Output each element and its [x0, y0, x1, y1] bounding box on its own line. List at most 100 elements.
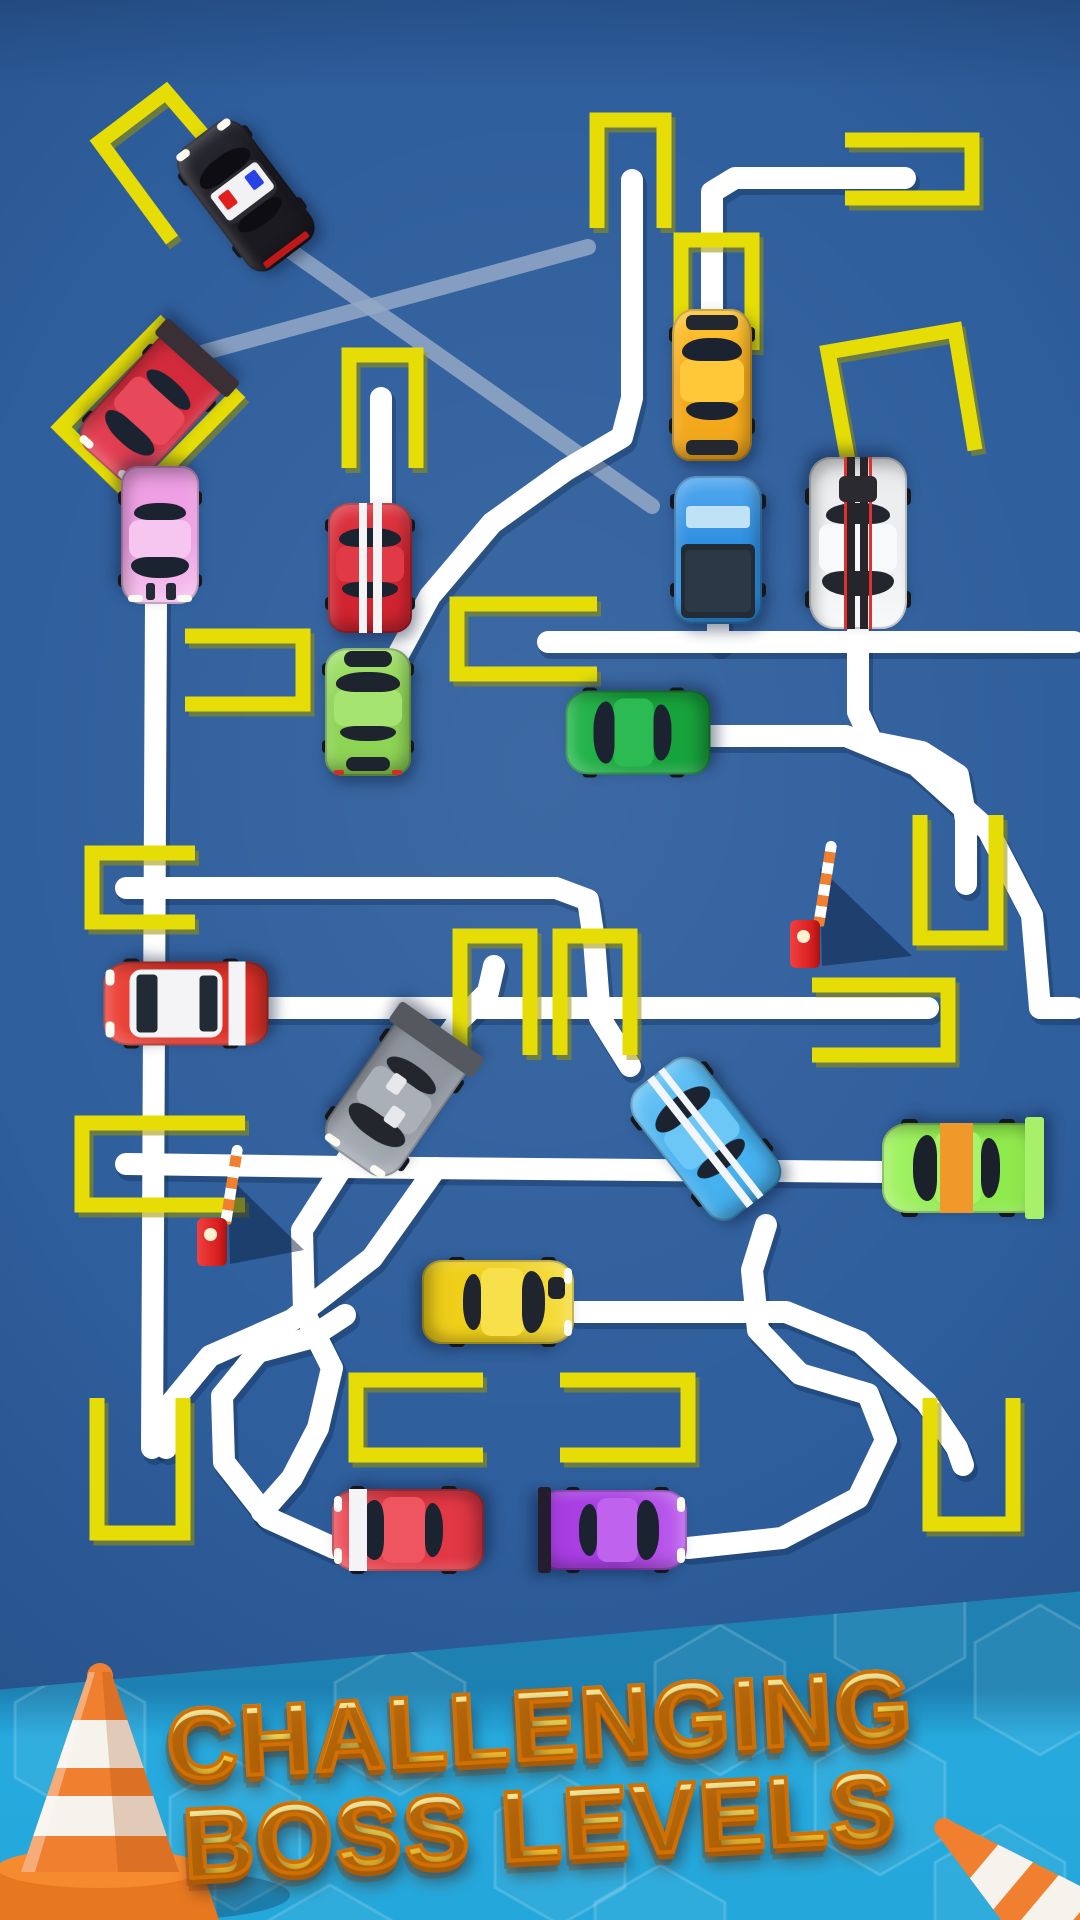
hexagon: [973, 1603, 1080, 1757]
car-yellow[interactable]: [422, 1256, 574, 1348]
headlight-right: [677, 1547, 685, 1563]
gray-path-red-sports-route: [197, 239, 596, 360]
car-roof: [680, 359, 744, 402]
hexagon: [813, 1723, 947, 1877]
rear-window: [578, 1503, 597, 1557]
path-green-muscle-route: [387, 169, 643, 666]
car-red-bottom[interactable]: [332, 1485, 484, 1575]
rear-window: [339, 726, 397, 742]
rear-window: [685, 401, 739, 420]
car-roof: [481, 1268, 524, 1336]
car-roof: [613, 698, 654, 766]
car-deco: [537, 1486, 551, 1574]
car-purple[interactable]: [537, 1486, 687, 1574]
barrier-pole: [220, 1144, 244, 1225]
rear-window: [424, 1502, 443, 1558]
headlight-right: [564, 1320, 572, 1337]
car-white-sports[interactable]: [805, 457, 911, 629]
car-deco: [136, 973, 158, 1033]
bracket-spot-mid-c-right: [449, 596, 597, 682]
car-roof: [382, 1497, 425, 1563]
bracket-spot-red-muscle: [341, 347, 424, 468]
car-light-blue[interactable]: [620, 1047, 790, 1229]
hexagon: [493, 1773, 627, 1920]
car-deco: [373, 503, 382, 633]
hexagon: [13, 1663, 147, 1817]
bracket-spot-taxi-target: [845, 132, 980, 206]
hexagon: [333, 1643, 467, 1797]
car-pink[interactable]: [117, 466, 203, 604]
hexagon: [833, 1591, 967, 1697]
car-deco: [940, 1123, 973, 1213]
rear-window: [825, 503, 891, 525]
windshield: [338, 527, 402, 548]
rear-window: [342, 582, 398, 598]
car-deco: [348, 1489, 367, 1571]
car-green-sedan[interactable]: [565, 686, 711, 778]
barrier-right-shadow: [820, 868, 912, 966]
bracket-spot-bottom-left-u: [89, 1398, 191, 1541]
car-deco: [1024, 1116, 1044, 1220]
headlight-left: [564, 1267, 572, 1284]
barrier-right: [790, 920, 820, 968]
car-deco: [548, 1276, 565, 1299]
bracket-spot-top-middle: [589, 112, 672, 228]
path-s-curve-b: [155, 1157, 447, 1459]
bracket-spot-left-c: [84, 845, 195, 930]
barrier-left: [197, 1218, 227, 1266]
car-deco: [166, 583, 176, 600]
car-deco: [839, 475, 877, 502]
bracket-spot-taxi-slot: [673, 232, 760, 350]
path-light-blue-route: [115, 877, 641, 1077]
rear-window: [653, 704, 672, 760]
car-deco: [684, 550, 752, 613]
car-green-race[interactable]: [882, 1116, 1044, 1220]
windshield: [636, 1500, 659, 1560]
headlight-right: [334, 1496, 342, 1512]
path-purple-route: [677, 1214, 897, 1559]
car-gray-sports[interactable]: [315, 1000, 486, 1186]
car-deco: [333, 769, 344, 775]
car-suv[interactable]: [103, 957, 269, 1049]
car-blue-truck[interactable]: [670, 476, 766, 624]
car-red-muscle[interactable]: [324, 503, 416, 633]
car-deco: [145, 583, 156, 600]
car-green-muscle[interactable]: [321, 648, 415, 776]
barrier-light: [797, 930, 810, 943]
bracket-spot-right-u: [912, 815, 1004, 946]
car-taxi[interactable]: [668, 309, 756, 461]
car-deco: [686, 439, 738, 455]
car-deco: [345, 756, 391, 771]
bracket-spot-double-a: [452, 928, 538, 1055]
path-taxi-route: [701, 167, 916, 329]
hexagon: [263, 1883, 397, 1920]
hexagon: [593, 1863, 727, 1920]
car-roof: [333, 690, 403, 727]
headlight-right: [128, 595, 143, 602]
windshield: [131, 557, 189, 578]
headlight-left: [105, 1021, 115, 1038]
hexagon: [653, 1623, 787, 1777]
windshield: [682, 337, 742, 361]
bracket-spot-right-c: [812, 977, 956, 1063]
car-police[interactable]: [167, 111, 323, 279]
barrier-pole: [813, 840, 838, 927]
headlight-left: [334, 1548, 342, 1564]
bracket-spot-angled-right: [819, 321, 983, 474]
barrier-left-shadow: [228, 1176, 304, 1264]
bracket-spot-double-b: [552, 928, 638, 1055]
bracket-spot-red-sports: [50, 314, 246, 510]
car-deco: [359, 503, 368, 633]
bracket-spot-mid-left-c: [185, 628, 311, 712]
car-deco: [686, 505, 750, 528]
headlight-left: [177, 595, 192, 602]
headlight-left: [677, 1497, 685, 1513]
windshield: [593, 700, 615, 764]
car-deco: [392, 769, 403, 775]
rear-window: [463, 1274, 482, 1330]
bracket-spot-left-low-c: [74, 1115, 245, 1213]
car-roof: [128, 519, 192, 559]
